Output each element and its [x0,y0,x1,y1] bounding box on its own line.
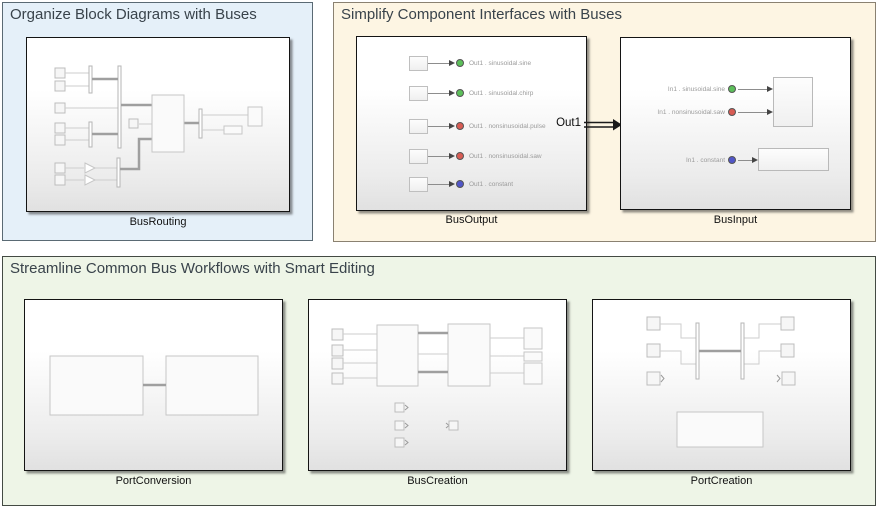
buscreation-bus-lines [418,331,448,374]
source-block [409,86,428,101]
arrowhead-icon [449,123,455,129]
source-block [409,119,428,134]
portconversion-label: PortConversion [115,475,192,487]
buscreation-sketch [331,323,543,448]
signal-dot [456,122,464,130]
portcreation-elbow-lines [660,323,781,365]
busrouting-gain-triangles [84,162,97,186]
signal-dot [456,180,464,188]
signal-dot [456,152,464,160]
signal-line [738,112,768,113]
diagram-buscreation[interactable] [308,299,567,471]
signal-line [428,93,452,94]
signal-label: In1 . nonsinusoidal.saw [657,109,725,116]
diagram-busrouting[interactable] [26,37,290,212]
busoutput-row: Out1 . sinusoidal.sine [357,56,588,72]
arrowhead-icon [767,109,773,115]
busoutput-row: Out1 . sinusoidal.chirp [357,86,588,102]
signal-line [428,184,452,185]
busrouting-signal-lines [65,72,152,181]
signal-label: Out1 . nonsinusoidal.pulse [469,123,546,130]
buscreation-output-blocks [490,327,543,385]
panel-simplify-title: Simplify Component Interfaces with Buses [341,6,622,23]
diagram-businput[interactable]: In1 . sinusoidal.sine In1 . nonsinusoida… [620,37,851,210]
busrouting-label: BusRouting [129,216,187,228]
arrowhead-icon [449,181,455,187]
portconversion-sketch [49,355,259,416]
panel-organize: Organize Block Diagrams with Buses [2,2,313,241]
signal-label: Out1 . constant [469,181,514,188]
businput-label: BusInput [713,214,758,226]
signal-line [428,156,452,157]
busrouting-bus-bars [88,65,203,188]
businput-row: In1 . nonsinusoidal.saw [621,105,852,121]
sink-block [758,148,829,171]
annotation-block [676,411,764,448]
signal-dot [728,85,736,93]
arrowhead-icon [449,60,455,66]
signal-line [428,126,452,127]
arrowhead-icon [752,157,758,163]
arrowhead-icon [767,86,773,92]
signal-dot [728,156,736,164]
portcreation-sketch [646,316,796,448]
portcreation-right-blocks [776,316,796,386]
busrouting-source-blocks [54,67,66,186]
signal-label: In1 . sinusoidal.sine [667,86,725,93]
signal-dot [456,59,464,67]
signal-label: In1 . constant [685,157,725,164]
subsystem-block [49,355,144,416]
busoutput-row: Out1 . constant [357,177,588,193]
source-block [409,56,428,71]
portcreation-label: PortCreation [690,475,753,487]
panel-streamline-title: Streamline Common Bus Workflows with Sma… [10,260,375,277]
source-block [409,177,428,192]
subsystem-block [165,355,259,416]
buscreation-port-blocks [394,402,459,448]
signal-label: Out1 . sinusoidal.sine [469,60,532,67]
arrowhead-icon [449,90,455,96]
bus-arrow-icon [584,119,622,131]
busoutput-port-label: Out1 [556,117,581,129]
arrowhead-icon [449,153,455,159]
businput-row: In1 . constant [621,153,852,169]
busoutput-row: Out1 . nonsinusoidal.saw [357,149,588,165]
diagram-portcreation[interactable] [592,299,851,471]
diagram-busoutput[interactable]: Out1 . sinusoidal.sine Out1 . sinusoidal… [356,36,587,211]
businput-row: In1 . sinusoidal.sine [621,82,852,98]
busrouting-sketch [54,65,263,188]
busoutput-row: Out1 . nonsinusoidal.pulse [357,119,588,135]
signal-label: Out1 . sinusoidal.chirp [469,90,534,97]
buscreation-label: BusCreation [407,475,468,487]
sink-block [773,77,813,127]
source-block [409,149,428,164]
signal-dot [728,108,736,116]
buscreation-subsystems [376,323,491,387]
signal-line [428,63,452,64]
signal-dot [456,89,464,97]
diagram-portconversion[interactable] [24,299,283,471]
busrouting-subsystem-blocks [128,94,263,153]
panel-organize-title: Organize Block Diagrams with Buses [10,6,257,23]
buscreation-input-blocks [331,328,377,385]
signal-line [738,89,768,90]
busrouting-bus-lines [92,77,199,171]
portcreation-left-blocks [646,316,665,386]
busoutput-label: BusOutput [445,214,498,226]
signal-line [738,160,753,161]
signal-label: Out1 . nonsinusoidal.saw [469,153,542,160]
